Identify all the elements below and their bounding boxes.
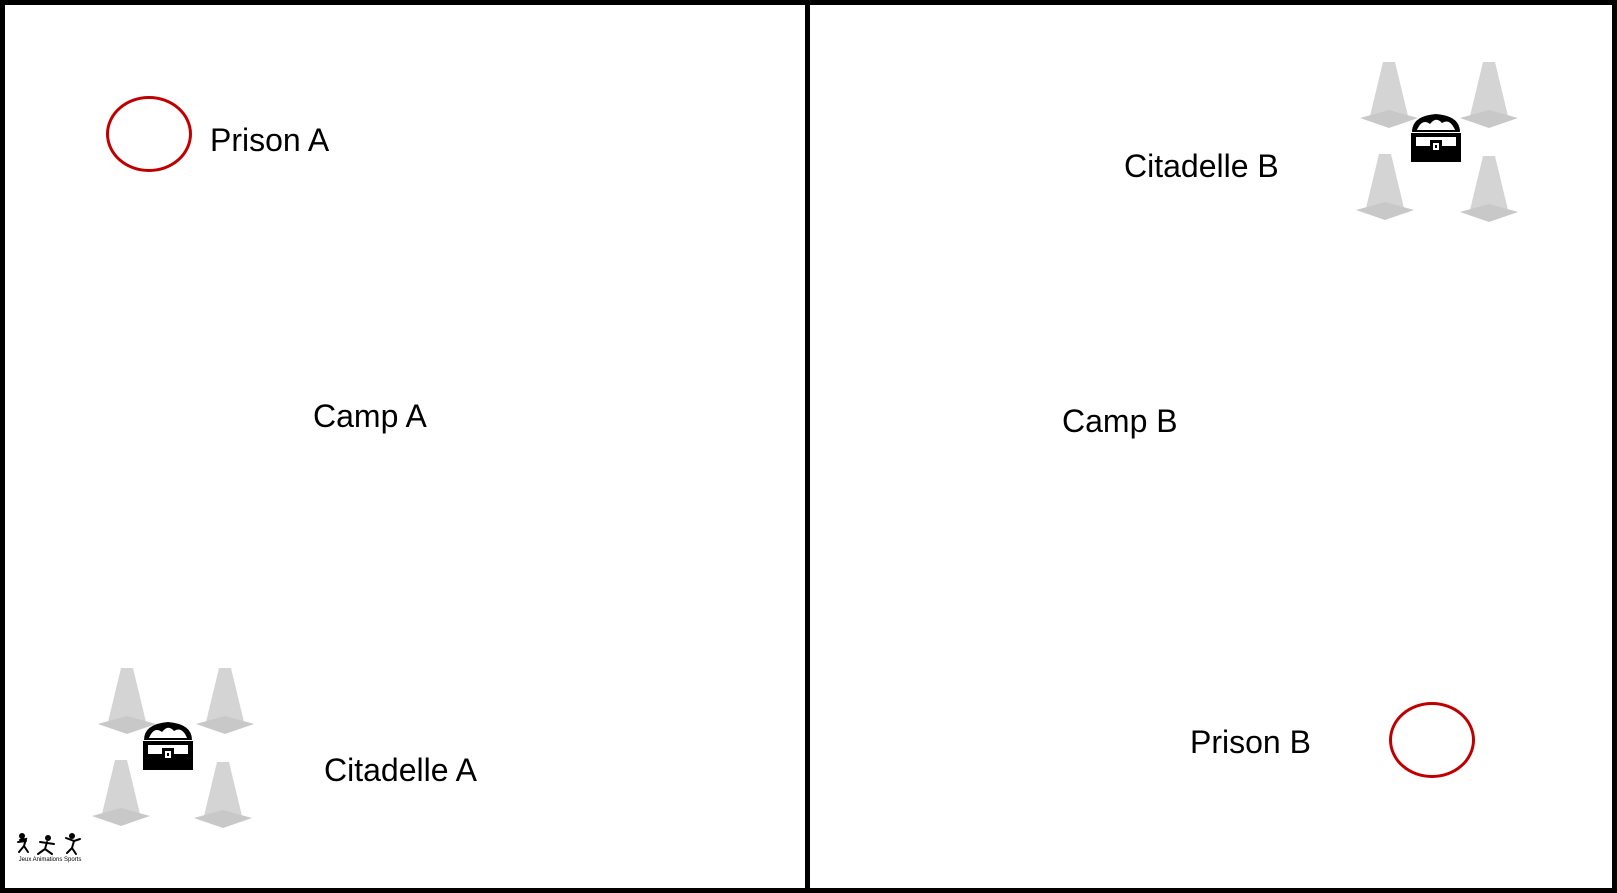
citadel-a (86, 662, 256, 832)
traffic-cone-icon (98, 668, 156, 734)
traffic-cone-icon (1460, 156, 1518, 222)
logo: Jeux Animations Sports (14, 832, 86, 868)
traffic-cone-icon (1360, 62, 1418, 128)
prison-b-label: Prison B (1190, 724, 1311, 760)
prison-a-label: Prison A (210, 122, 330, 158)
center-line (805, 0, 810, 893)
citadel-b (1356, 58, 1526, 228)
citadel-a-label: Citadelle A (324, 752, 477, 788)
treasure-chest-icon (1411, 114, 1461, 162)
traffic-cone-icon (92, 760, 150, 826)
treasure-chest-icon (143, 722, 193, 770)
camp-b-label: Camp B (1062, 403, 1178, 439)
traffic-cone-icon (1356, 154, 1414, 220)
traffic-cone-icon (196, 668, 254, 734)
athletes-logo-icon (17, 833, 81, 855)
logo-text: Jeux Animations Sports (18, 857, 82, 863)
citadel-b-label: Citadelle B (1124, 148, 1279, 184)
traffic-cone-icon (1460, 62, 1518, 128)
traffic-cone-icon (194, 762, 252, 828)
camp-a-label: Camp A (313, 398, 427, 434)
prison-b-circle (1389, 702, 1475, 778)
prison-a-circle (106, 96, 192, 172)
